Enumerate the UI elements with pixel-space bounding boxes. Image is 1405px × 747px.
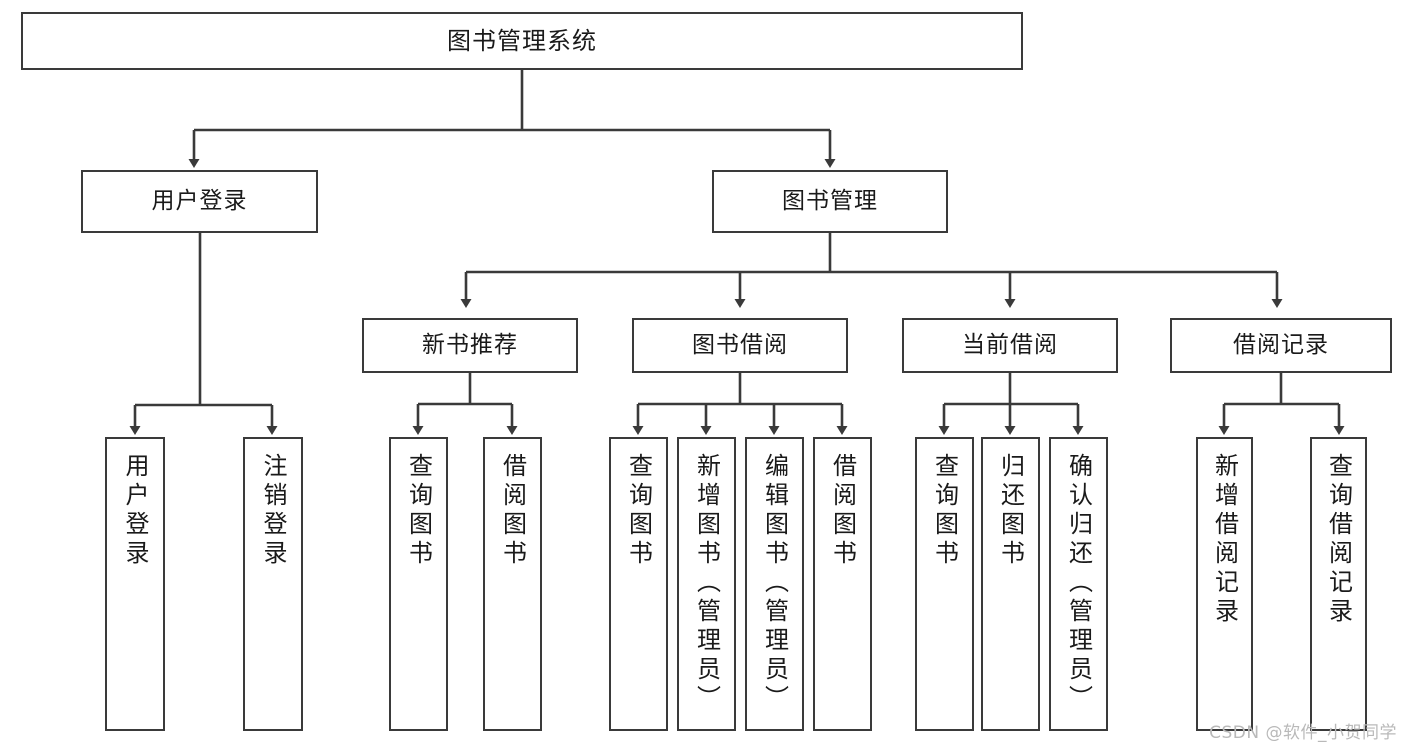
node-label: 编辑图书（管理员） [760,453,789,714]
node-label: 查询图书 [930,453,959,569]
node-label: 用户登录 [121,453,149,569]
node-label: 查询借阅记录 [1324,453,1353,627]
node-book-borrow[interactable]: 图书借阅 [632,318,848,373]
node-root-system[interactable]: 图书管理系统 [21,12,1023,70]
node-label: 用户登录 [151,187,248,214]
node-leaf-borrow-book-1[interactable]: 借阅图书 [483,437,542,731]
node-leaf-query-book-2[interactable]: 查询图书 [609,437,668,731]
node-label: 归还图书 [996,453,1025,569]
node-leaf-user-login[interactable]: 用户登录 [105,437,165,731]
node-label: 新书推荐 [422,331,518,358]
node-leaf-query-book-1[interactable]: 查询图书 [389,437,448,731]
node-leaf-add-book[interactable]: 新增图书（管理员） [677,437,736,731]
node-label: 注销登录 [259,453,287,569]
node-label: 图书管理 [782,187,878,214]
node-label: 新增图书（管理员） [692,453,721,714]
node-label: 借阅记录 [1233,331,1329,358]
node-current-borrow[interactable]: 当前借阅 [902,318,1118,373]
node-label: 图书借阅 [692,331,788,358]
node-borrow-record[interactable]: 借阅记录 [1170,318,1392,373]
node-leaf-edit-book[interactable]: 编辑图书（管理员） [745,437,804,731]
node-leaf-return-book[interactable]: 归还图书 [981,437,1040,731]
node-leaf-confirm-return[interactable]: 确认归还（管理员） [1049,437,1108,731]
node-user-login[interactable]: 用户登录 [81,170,318,233]
node-label: 当前借阅 [962,331,1058,358]
node-label: 借阅图书 [828,453,857,569]
node-label: 确认归还（管理员） [1064,453,1093,714]
node-leaf-logout-login[interactable]: 注销登录 [243,437,303,731]
node-label: 新增借阅记录 [1210,453,1239,627]
node-label: 图书管理系统 [447,26,597,55]
node-label: 借阅图书 [498,453,527,569]
node-leaf-query-record[interactable]: 查询借阅记录 [1310,437,1367,731]
node-new-book-recommend[interactable]: 新书推荐 [362,318,578,373]
node-leaf-add-record[interactable]: 新增借阅记录 [1196,437,1253,731]
node-label: 查询图书 [404,453,433,569]
csdn-watermark: CSDN @软件_小贺同学 [1209,723,1397,743]
node-label: 查询图书 [624,453,653,569]
node-leaf-query-book-3[interactable]: 查询图书 [915,437,974,731]
node-book-management[interactable]: 图书管理 [712,170,948,233]
node-leaf-borrow-book-2[interactable]: 借阅图书 [813,437,872,731]
